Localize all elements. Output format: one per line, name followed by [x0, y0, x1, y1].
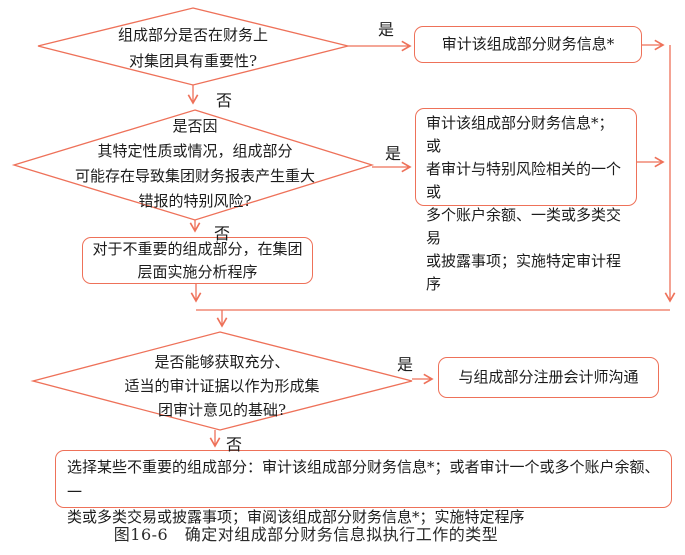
edge-label-yes-3: 是: [397, 355, 414, 374]
edge-label-no-1: 否: [216, 91, 233, 110]
decision-sufficient-evidence-text: 是否能够获取充分、 适当的审计证据以作为形成集 团审计意见的基础?: [124, 353, 320, 419]
process-box-audit-or-special-risk: 审计该组成部分财务信息*；或 者审计与特别风险相关的一个或 多个账户余额、一类或…: [415, 108, 637, 293]
process-box-select-components: 选择某些不重要的组成部分：审计该组成部分财务信息*；或者审计一个或多个账户余额、…: [55, 450, 672, 526]
decision-diamond-sufficient-evidence: [30, 331, 413, 431]
figure-caption: 图16-6 确定对组成部分财务信息拟执行工作的类型: [113, 525, 499, 544]
edge-label-yes-1: 是: [378, 20, 395, 39]
process-box-audit-component: 审计该组成部分财务信息*: [414, 26, 642, 63]
decision-significance-text: 组成部分是否在财务上 对集团具有重要性?: [117, 26, 268, 70]
process-box-analytical-procedures: 对于不重要的组成部分，在集团 层面实施分析程序: [82, 237, 313, 284]
process-box-communicate-auditor: 与组成部分注册会计师沟通: [438, 357, 659, 398]
edge-label-yes-2: 是: [385, 144, 402, 163]
decision-special-risk-text: 是否因 其特定性质或情况，组成部分 可能存在导致集团财务报表产生重大 错报的特别…: [74, 117, 315, 210]
edge-label-no-3: 否: [226, 435, 243, 454]
edge-label-no-2: 否: [214, 224, 231, 243]
